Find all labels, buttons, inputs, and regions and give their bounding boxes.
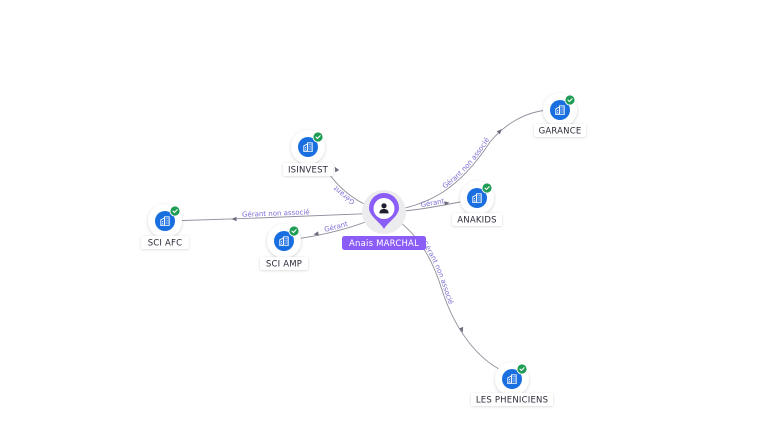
node-label-box [141,236,189,249]
node-badge [467,188,487,208]
edge-arrow-icon [444,201,450,206]
node-anakids[interactable]: ANAKIDS [452,181,502,226]
node-badge [298,137,318,157]
node-label: ANAKIDS [457,216,496,226]
verified-check-icon [288,225,300,237]
edge-label-sci-afc: Gérant non associé [242,208,310,219]
node-isinvest[interactable]: ISINVEST [283,130,333,176]
node-label: SCI AFC [148,239,183,249]
edge-label-sci-amp: Gérant [324,220,349,234]
node-garance[interactable]: GARANCE [534,93,586,137]
node-label: SCI AMP [266,260,302,270]
node-badge [502,369,522,389]
node-label-box [534,124,586,137]
edge-arrow-icon [496,129,502,135]
verified-check-icon [516,363,528,375]
verified-check-icon [312,131,324,143]
edge-arrow-icon [459,326,464,333]
node-badge [274,231,294,251]
center-node[interactable]: Anais MARCHAL [342,190,426,250]
pin-inner [373,198,395,219]
node-badge [155,211,175,231]
node-label-box [260,257,308,270]
node-label: LES PHENICIENS [476,396,548,406]
node-label-box [283,163,333,176]
node-label-box [452,213,502,226]
person-icon [379,203,389,214]
verified-check-icon [169,205,181,217]
node-label-box [471,393,553,406]
node-label: ISINVEST [288,166,329,176]
node-label: GARANCE [539,127,582,137]
node-les-pheniciens[interactable]: LES PHENICIENS [471,362,553,406]
edge-arrow-icon [334,166,340,173]
edge-label-isinvest: Gérant [332,184,356,206]
node-sci-afc[interactable]: SCI AFC [141,204,189,249]
center-label-box [342,236,426,250]
edge-label-garance: Gérant non associé [441,136,491,190]
node-badge [550,100,570,120]
edge-arrow-icon [313,231,319,236]
edge-sci-afc: Gérant non associé [167,208,385,222]
verified-check-icon [564,94,576,106]
node-sci-amp[interactable]: SCI AMP [260,224,308,270]
center-label: Anais MARCHAL [349,239,419,249]
edge-label-anakids: Gérant [420,197,445,209]
verified-check-icon [481,182,493,194]
edge-arrow-icon [231,216,237,222]
